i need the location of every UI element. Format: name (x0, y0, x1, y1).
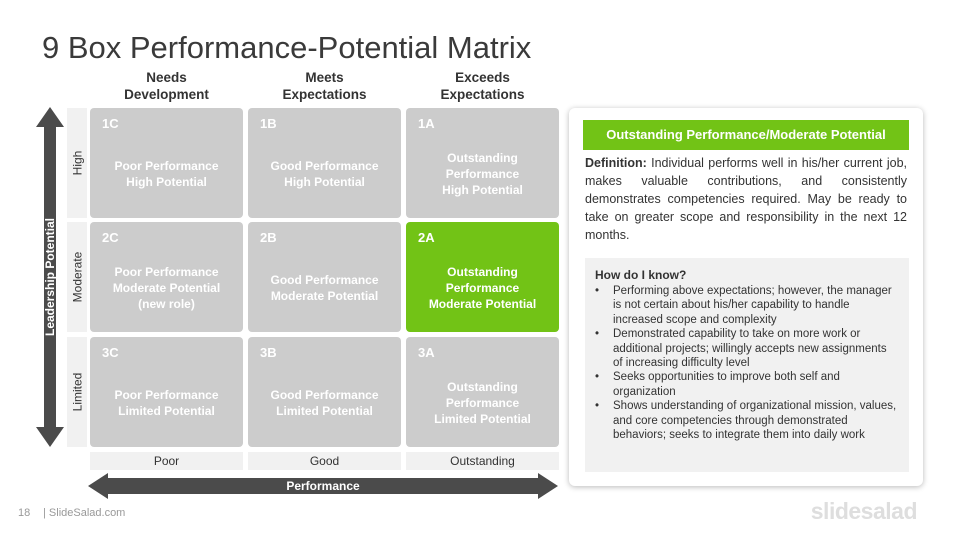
cell-description: Good Performance High Potential (270, 159, 379, 189)
row-label-limited: Limited (67, 337, 87, 447)
matrix-cell-2b: 2B Good Performance Moderate Potential (248, 222, 401, 332)
cell-description: Good Performance Moderate Potential (270, 273, 379, 303)
cell-description: Good Performance Limited Potential (270, 388, 379, 418)
cell-description: Outstanding Performance Limited Potentia… (434, 380, 531, 426)
column-footer-outstanding: Outstanding (406, 452, 559, 470)
page-number: 18 (18, 507, 31, 519)
column-header-text: Exceeds Expectations (440, 70, 525, 102)
cell-description: Poor Performance Limited Potential (114, 388, 219, 418)
footer-site: | SlideSalad.com (43, 507, 126, 519)
column-footer-good: Good (248, 452, 401, 470)
column-header-exceeds-expectations: Exceeds Expectations (406, 69, 559, 103)
list-item: Performing above expectations; however, … (595, 284, 899, 327)
matrix-cell-3b: 3B Good Performance Limited Potential (248, 337, 401, 447)
cell-code: 3C (102, 345, 119, 360)
leadership-potential-label: Leadership Potential (43, 218, 57, 336)
definition-label: Definition: (585, 156, 647, 170)
cell-description: Outstanding Performance Moderate Potenti… (428, 265, 537, 311)
definition-text: Definition: Individual performs well in … (585, 154, 907, 244)
row-label-text: Limited (70, 372, 84, 412)
cell-code: 1B (260, 116, 277, 131)
how-do-i-know-title: How do I know? (595, 268, 687, 282)
matrix-cell-2a-highlighted: 2A Outstanding Performance Moderate Pote… (406, 222, 559, 332)
cell-code: 2A (418, 230, 435, 245)
cell-code: 2C (102, 230, 119, 245)
cell-description: Poor Performance Moderate Potential (new… (112, 265, 221, 311)
matrix-cell-1c: 1C Poor Performance High Potential (90, 108, 243, 218)
cell-description: Outstanding Performance High Potential (442, 151, 523, 197)
detail-panel: Outstanding Performance/Moderate Potenti… (569, 108, 923, 486)
column-header-needs-development: Needs Development (90, 69, 243, 103)
slidesalad-logo: slidesalad (810, 498, 918, 524)
list-item: Seeks opportunities to improve both self… (595, 370, 899, 399)
matrix-cell-1b: 1B Good Performance High Potential (248, 108, 401, 218)
list-item: Demonstrated capability to take on more … (595, 327, 899, 370)
matrix-cell-3a: 3A Outstanding Performance Limited Poten… (406, 337, 559, 447)
row-label-text: Moderate (70, 251, 85, 303)
page-title: 9 Box Performance-Potential Matrix (42, 30, 532, 65)
cell-code: 1C (102, 116, 119, 131)
definition-body: Individual performs well in his/her curr… (585, 156, 907, 242)
column-header-text: Needs Development (124, 70, 209, 102)
performance-label: Performance (286, 479, 359, 493)
leadership-potential-text: Leadership Potential (43, 217, 57, 337)
list-item: Shows understanding of organizational mi… (595, 399, 899, 442)
performance-arrow (88, 473, 558, 499)
column-header-text: Meets Expectations (282, 70, 367, 102)
cell-code: 3B (260, 345, 277, 360)
matrix-cell-3c: 3C Poor Performance Limited Potential (90, 337, 243, 447)
performance-text: Performance (286, 479, 360, 493)
panel-title: Outstanding Performance/Moderate Potenti… (583, 120, 909, 150)
column-header-meets-expectations: Meets Expectations (248, 69, 401, 103)
row-label-text: High (70, 150, 84, 176)
column-footer-poor: Poor (90, 452, 243, 470)
how-do-i-know-list: Performing above expectations; however, … (595, 284, 899, 442)
leadership-potential-arrow (36, 107, 64, 447)
matrix-cell-2c: 2C Poor Performance Moderate Potential (… (90, 222, 243, 332)
cell-description: Poor Performance High Potential (114, 159, 219, 189)
cell-code: 1A (418, 116, 435, 131)
cell-code: 2B (260, 230, 277, 245)
row-label-moderate: Moderate (67, 222, 87, 332)
how-do-i-know-box: How do I know? Performing above expectat… (585, 258, 909, 472)
matrix-cell-1a: 1A Outstanding Performance High Potentia… (406, 108, 559, 218)
row-label-high: High (67, 108, 87, 218)
cell-code: 3A (418, 345, 435, 360)
